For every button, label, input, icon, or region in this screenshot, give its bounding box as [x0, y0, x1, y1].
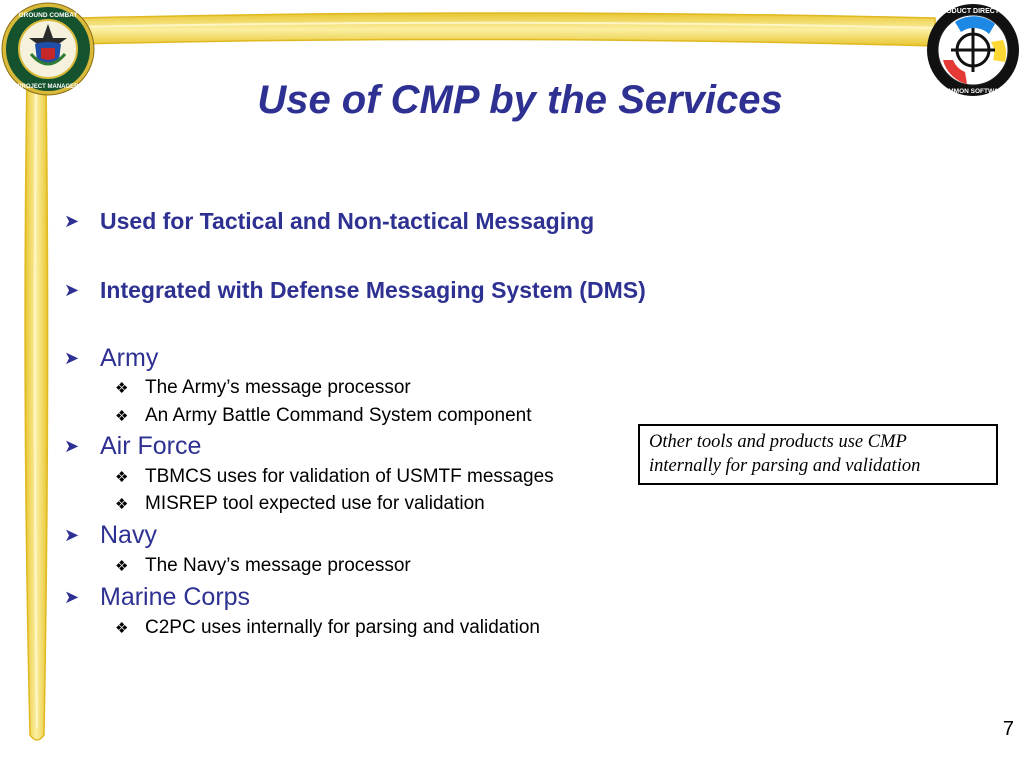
bullet-navy: ➤ Navy [64, 520, 157, 549]
four-diamond-bullet-icon: ❖ [115, 496, 129, 513]
product-director-common-software-logo: PRODUCT DIRECTOR COMMON SOFTWARE [927, 4, 1019, 96]
arrowhead-bullet-icon: ➤ [64, 524, 80, 545]
callout-line-2: internally for parsing and validation [649, 456, 921, 476]
sub-bullet-army-abcs: ❖ An Army Battle Command System componen… [115, 405, 532, 426]
sub-bullet-air-force-tbmcs: ❖ TBMCS uses for validation of USMTF mes… [115, 466, 554, 487]
page-number: 7 [1002, 718, 1014, 740]
arrowhead-bullet-icon: ➤ [64, 435, 80, 456]
four-diamond-bullet-icon: ❖ [115, 469, 129, 486]
sub-bullet-navy-processor: ❖ The Navy’s message processor [115, 555, 411, 576]
slide-title: Use of CMP by the Services [257, 78, 783, 122]
arrowhead-bullet-icon: ➤ [64, 586, 80, 607]
ground-combat-command-seal-logo: GROUND COMBAT PROJECT MANAGER [1, 2, 95, 96]
four-diamond-bullet-icon: ❖ [115, 408, 129, 425]
four-diamond-bullet-icon: ❖ [115, 380, 129, 397]
bullet-army: ➤ Army [64, 343, 159, 372]
arrowhead-bullet-icon: ➤ [64, 347, 80, 368]
bullet-tactical-messaging: ➤ Used for Tactical and Non-tactical Mes… [64, 207, 595, 234]
sub-bullet-marine-c2pc: ❖ C2PC uses internally for parsing and v… [115, 617, 540, 638]
bullet-dms-integration: ➤ Integrated with Defense Messaging Syst… [64, 276, 646, 303]
svg-text:GROUND COMBAT: GROUND COMBAT [19, 12, 78, 19]
callout-box: Other tools and products use CMP interna… [638, 424, 998, 485]
arrowhead-bullet-icon: ➤ [64, 279, 80, 300]
sub-bullet-army-processor: ❖ The Army’s message processor [115, 377, 411, 398]
sub-bullet-air-force-misrep: ❖ MISREP tool expected use for validatio… [115, 493, 485, 514]
four-diamond-bullet-icon: ❖ [115, 558, 129, 575]
bullet-marine-corps: ➤ Marine Corps [64, 582, 251, 611]
svg-text:COMMON SOFTWARE: COMMON SOFTWARE [939, 88, 1009, 95]
bullet-air-force: ➤ Air Force [64, 431, 202, 460]
svg-text:PRODUCT DIRECTOR: PRODUCT DIRECTOR [937, 8, 1010, 15]
four-diamond-bullet-icon: ❖ [115, 620, 129, 637]
svg-text:PROJECT MANAGER: PROJECT MANAGER [17, 84, 79, 90]
callout-line-1: Other tools and products use CMP [649, 432, 907, 452]
arrowhead-bullet-icon: ➤ [64, 210, 80, 231]
